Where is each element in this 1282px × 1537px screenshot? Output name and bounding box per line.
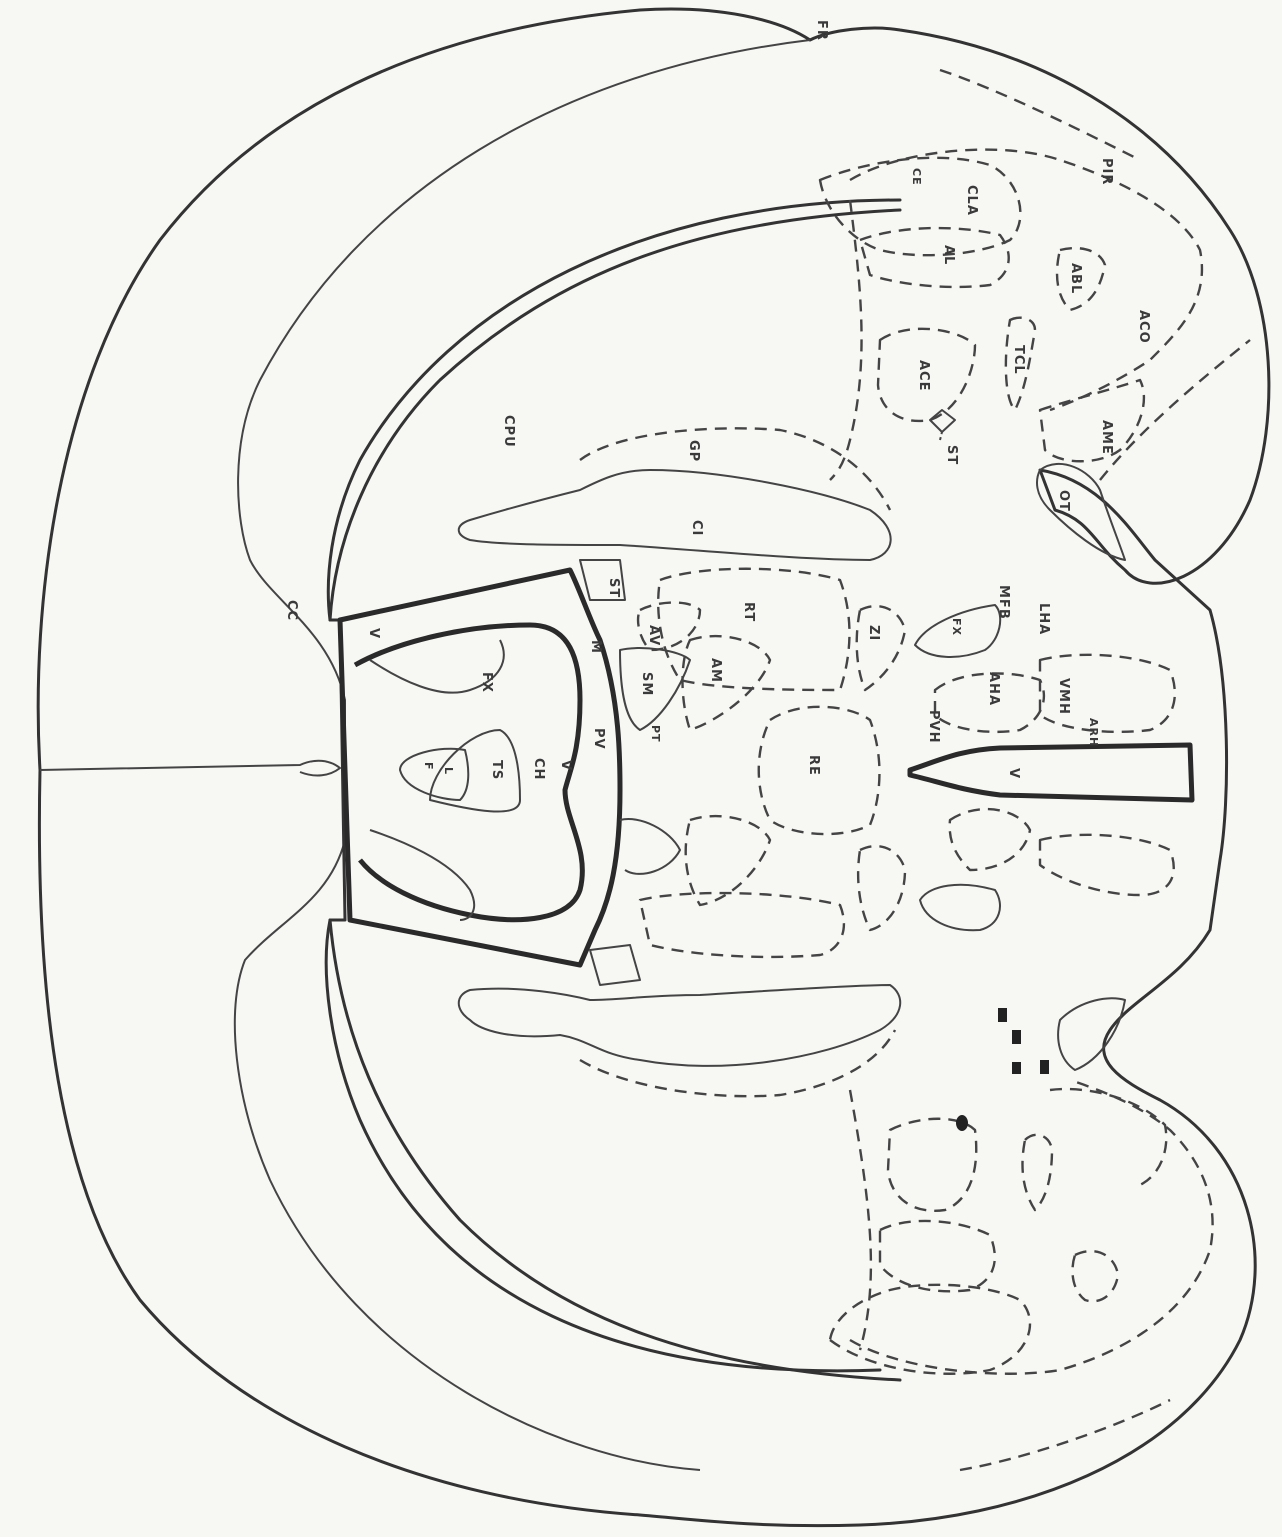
- label-cpu: CPU: [501, 415, 516, 448]
- label-aha: AHA: [986, 672, 1001, 706]
- label-ame: AME: [1099, 420, 1114, 455]
- lesion-mark-2: [1012, 1030, 1021, 1044]
- internal-capsule-upper: [459, 470, 891, 560]
- label-pir: PIR: [1099, 158, 1114, 185]
- am-nucleus: [683, 636, 771, 730]
- label-cc: CC: [284, 600, 299, 621]
- label-av: AV: [646, 625, 661, 646]
- lower-amygdala-outer: [960, 1400, 1170, 1470]
- label-ci: CI: [689, 520, 704, 536]
- gp-lower-boundary: [580, 1030, 895, 1096]
- optic-tract: [1037, 464, 1125, 560]
- lesion-mark-1: [998, 1008, 1007, 1022]
- label-mfb: MFB: [996, 585, 1011, 620]
- label-f: F: [422, 762, 435, 771]
- label-ce: CE: [910, 168, 923, 186]
- amygdala-outer-upper: [940, 70, 1140, 160]
- label-aco: ACO: [1136, 310, 1151, 344]
- lower-ace: [888, 1119, 976, 1211]
- third-ventricle: [910, 745, 1192, 800]
- lower-al: [880, 1221, 995, 1291]
- fornix-lower-ellipse-mirror: [920, 885, 1000, 930]
- label-cla: CLA: [964, 185, 979, 216]
- st-arrow-marker: [930, 410, 955, 432]
- label-v-mid: V: [558, 760, 573, 771]
- vmh-nucleus-mirror: [1040, 835, 1174, 895]
- lower-hypothalamic-nucleus: [950, 809, 1030, 870]
- label-v-upper: V: [366, 628, 381, 639]
- label-st-arrow: ST: [944, 445, 959, 465]
- thalamic-lower-nuclei-1: [686, 816, 770, 905]
- lower-amygdala-cortex: [850, 1080, 1213, 1374]
- lower-cla: [830, 1285, 1030, 1374]
- label-sm: SM: [639, 672, 654, 696]
- sm-region: [620, 648, 690, 730]
- lower-ame: [1050, 1089, 1166, 1185]
- lesion-mark-3: [1012, 1062, 1021, 1074]
- label-pt: PT: [649, 725, 662, 743]
- label-pvh: PVH: [926, 710, 941, 743]
- optic-tract-lower: [1058, 998, 1125, 1070]
- midline-fissure: [40, 761, 340, 776]
- label-fr: FR: [814, 20, 829, 41]
- corpus-callosum-outer: [235, 40, 810, 1470]
- label-ot: OT: [1056, 490, 1071, 512]
- zi-region: [857, 606, 905, 690]
- label-m: M: [588, 640, 603, 654]
- internal-capsule-lower: [459, 985, 900, 1066]
- striatum-ventral-boundary-upper: [830, 200, 862, 480]
- label-fx-lower: FX: [950, 618, 963, 636]
- ventricle-lower-lobe: [370, 830, 474, 920]
- label-rt: RT: [741, 602, 756, 622]
- st-lower-region: [590, 945, 640, 985]
- lower-abl: [1072, 1251, 1118, 1301]
- gp-upper-boundary: [580, 428, 890, 510]
- lower-hippocampal-lobe: [620, 819, 680, 874]
- label-ace: ACE: [916, 360, 931, 391]
- label-st: ST: [606, 578, 621, 598]
- label-tcl: TCL: [1011, 345, 1026, 375]
- aco-boundary: [1100, 340, 1250, 480]
- region-labels: FR CC CPU GP CI ST ST V FX F L TS CH V P…: [284, 20, 1151, 780]
- label-ch: CH: [531, 758, 546, 780]
- al-nucleus: [860, 228, 1009, 287]
- label-pv: PV: [591, 728, 606, 750]
- label-am: AM: [708, 658, 723, 683]
- label-zi: ZI: [866, 625, 881, 641]
- label-gp: GP: [686, 440, 701, 462]
- zi-lower-region: [858, 846, 905, 930]
- rt-nucleus: [658, 569, 849, 690]
- striatum-ventral-boundary-lower: [850, 1090, 871, 1350]
- label-vmh: VMH: [1056, 678, 1071, 715]
- thalamic-lower-nuclei-2: [640, 893, 844, 957]
- label-re: RE: [806, 755, 821, 776]
- label-l: L: [442, 767, 455, 775]
- lesion-mark-4: [1040, 1060, 1049, 1074]
- st-arrow-line: [940, 432, 942, 440]
- label-arh: ARH: [1087, 718, 1100, 747]
- label-lha: LHA: [1036, 603, 1051, 635]
- label-v-lower: V: [1006, 768, 1021, 779]
- label-ts: TS: [489, 760, 504, 780]
- lower-tcl: [1022, 1135, 1052, 1210]
- label-fx-upper: FX: [479, 672, 494, 693]
- label-al: AL: [941, 245, 956, 265]
- fl-region: [400, 749, 468, 800]
- label-abl: ABL: [1068, 263, 1083, 294]
- lesion-mark-5: [956, 1115, 968, 1131]
